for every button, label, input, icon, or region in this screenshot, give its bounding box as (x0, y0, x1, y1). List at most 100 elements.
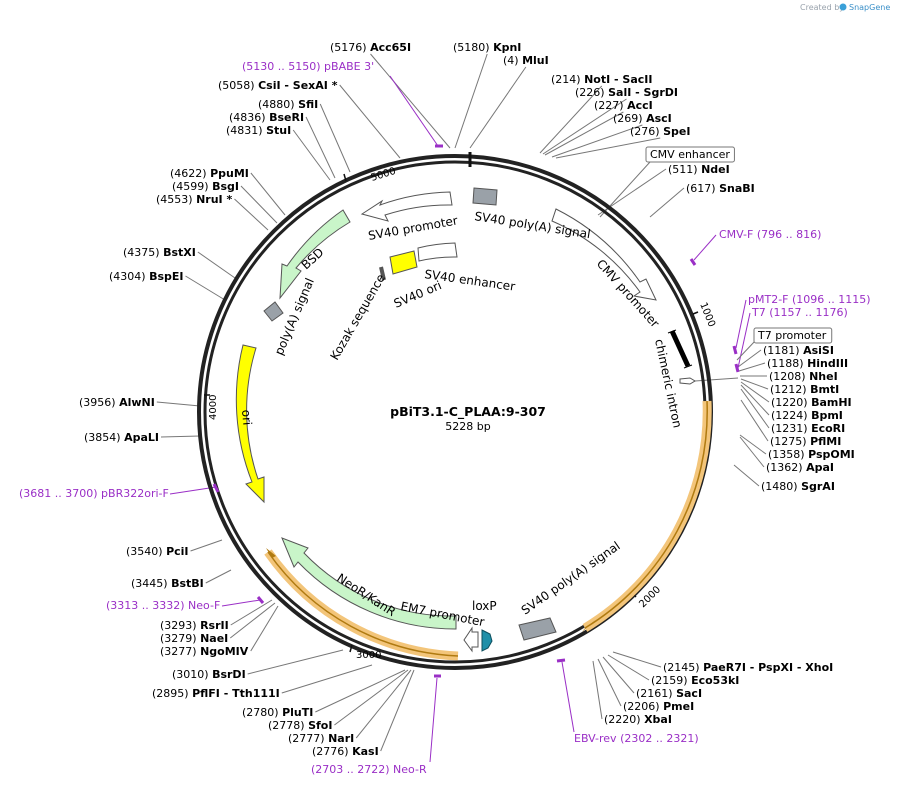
site-label-pluti[interactable]: (2780) PluTI (242, 706, 313, 719)
site-label-bseri[interactable]: (4836) BseRI (229, 111, 304, 124)
site-label-ngomiv[interactable]: (3277) NgoMIV (160, 645, 249, 658)
site-label-snabi[interactable]: (617) SnaBI (686, 182, 755, 195)
primer-label-pbr322[interactable]: (3681 .. 3700) pBR322ori-F (19, 487, 169, 500)
site-rsrii[interactable]: (3293) RsrII (160, 619, 229, 632)
site-spei[interactable]: (276) SpeI (630, 125, 690, 138)
site-label-bspei[interactable]: (4304) BspEI (109, 270, 184, 283)
cmv-promoter-arrow[interactable] (551, 208, 657, 301)
t7-promoter-box[interactable]: T7 promoter (753, 327, 833, 344)
site-label-sali[interactable]: (226) SalI - SgrDI (575, 86, 678, 99)
loxp-arrow[interactable] (481, 629, 493, 652)
sv40-ori-box[interactable] (389, 250, 418, 275)
site-nhei[interactable]: (1208) NheI (769, 370, 838, 383)
site-kpni[interactable]: (5180) KpnI (453, 41, 521, 54)
site-kasi[interactable]: (2776) KasI (312, 745, 379, 758)
site-label-pflmi[interactable]: (1275) PflMI (770, 435, 841, 448)
t7-promoter-box-text[interactable]: T7 promoter (757, 329, 827, 342)
site-label-alwni[interactable]: (3956) AlwNI (79, 396, 155, 409)
site-acci[interactable]: (227) AccI (594, 99, 653, 112)
site-label-apai[interactable]: (1362) ApaI (766, 461, 834, 474)
site-ndei[interactable]: (511) NdeI (668, 163, 730, 176)
site-label-pcii[interactable]: (3540) PciI (126, 545, 189, 558)
site-ppumi[interactable]: (4622) PpuMI (170, 167, 249, 180)
site-nrui[interactable]: (4553) NruI * (156, 193, 232, 206)
site-label-bstbi[interactable]: (3445) BstBI (131, 577, 204, 590)
site-paer7i[interactable]: (2145) PaeR7I - PspXI - XhoI (663, 661, 833, 674)
site-label-ndei[interactable]: (511) NdeI (668, 163, 730, 176)
site-label-ppumi[interactable]: (4622) PpuMI (170, 167, 249, 180)
site-stui[interactable]: (4831) StuI (226, 124, 291, 137)
site-label-pflfi[interactable]: (2895) PflFI - Tth111I (152, 687, 280, 700)
site-hindiii[interactable]: (1188) HindIII (767, 357, 848, 370)
site-label-xbai[interactable]: (2220) XbaI (604, 713, 672, 726)
site-label-naei[interactable]: (3279) NaeI (160, 632, 228, 645)
site-ngomiv[interactable]: (3277) NgoMIV (160, 645, 249, 658)
site-label-nhei[interactable]: (1208) NheI (769, 370, 838, 383)
site-asci[interactable]: (269) AscI (613, 112, 672, 125)
site-label-sfii[interactable]: (4880) SfiI (258, 98, 318, 111)
ori-arrow[interactable] (235, 344, 265, 504)
site-pluti[interactable]: (2780) PluTI (242, 706, 313, 719)
site-label-bstxi[interactable]: (4375) BstXI (123, 246, 196, 259)
site-label-spei[interactable]: (276) SpeI (630, 125, 690, 138)
site-apai[interactable]: (1362) ApaI (766, 461, 834, 474)
site-label-nari[interactable]: (2777) NarI (288, 732, 354, 745)
site-label-bsgi[interactable]: (4599) BsgI (172, 180, 239, 193)
bsd-arrow[interactable] (279, 209, 351, 300)
site-label-ecori[interactable]: (1231) EcoRI (771, 422, 845, 435)
site-label-csii[interactable]: (5058) CsiI - SexAI * (218, 79, 338, 92)
site-bpmi[interactable]: (1224) BpmI (771, 409, 843, 422)
cmv-enhancer-box-text[interactable]: CMV enhancer (650, 148, 730, 161)
site-naei[interactable]: (3279) NaeI (160, 632, 228, 645)
site-label-kpni[interactable]: (5180) KpnI (453, 41, 521, 54)
site-bsrdi[interactable]: (3010) BsrDI (172, 668, 246, 681)
primer-label-pbabe3[interactable]: (5130 .. 5150) pBABE 3' (242, 60, 374, 73)
site-bsgi[interactable]: (4599) BsgI (172, 180, 239, 193)
em7-promoter-arrow[interactable] (463, 626, 479, 653)
site-sfoi[interactable]: (2778) SfoI (268, 719, 332, 732)
site-label-nrui[interactable]: (4553) NruI * (156, 193, 232, 206)
polya-box[interactable] (263, 301, 284, 322)
sv40-polya-box[interactable] (472, 187, 498, 206)
site-label-asci[interactable]: (269) AscI (613, 112, 672, 125)
site-label-pmei[interactable]: (2206) PmeI (623, 700, 694, 713)
site-bstbi[interactable]: (3445) BstBI (131, 577, 204, 590)
site-bamhi[interactable]: (1220) BamHI (771, 396, 852, 409)
site-bstxi[interactable]: (4375) BstXI (123, 246, 196, 259)
cmv-enhancer-box[interactable]: CMV enhancer (645, 146, 735, 163)
site-label-apali[interactable]: (3854) ApaLI (84, 431, 159, 444)
site-label-acc65i[interactable]: (5176) Acc65I (330, 41, 411, 54)
site-label-sgrai[interactable]: (1480) SgrAI (761, 480, 835, 493)
site-label-pspomi[interactable]: (1358) PspOMI (768, 448, 855, 461)
primer-label-pmt2f[interactable]: pMT2-F (1096 .. 1115) (748, 293, 871, 306)
site-xbai[interactable]: (2220) XbaI (604, 713, 672, 726)
neor-kanr-arrow[interactable] (281, 537, 457, 630)
primer-label-ebvrev[interactable]: EBV-rev (2302 .. 2321) (574, 732, 699, 745)
site-ecori[interactable]: (1231) EcoRI (771, 422, 845, 435)
site-snabi[interactable]: (617) SnaBI (686, 182, 755, 195)
chimeric-intron-bar[interactable] (669, 329, 691, 368)
site-label-sfoi[interactable]: (2778) SfoI (268, 719, 332, 732)
site-alwni[interactable]: (3956) AlwNI (79, 396, 155, 409)
site-saci[interactable]: (2161) SacI (636, 687, 702, 700)
sv40-promoter-arrow[interactable] (360, 191, 453, 222)
site-sfii[interactable]: (4880) SfiI (258, 98, 318, 111)
site-asisi[interactable]: (1181) AsiSI (763, 344, 834, 357)
site-pflmi[interactable]: (1275) PflMI (770, 435, 841, 448)
site-label-bmti[interactable]: (1212) BmtI (770, 383, 839, 396)
site-pcii[interactable]: (3540) PciI (126, 545, 189, 558)
site-eco53ki[interactable]: (2159) Eco53kI (651, 674, 739, 687)
site-pflfi[interactable]: (2895) PflFI - Tth111I (152, 687, 280, 700)
site-label-mlui[interactable]: (4) MluI (503, 54, 549, 67)
site-sgrai[interactable]: (1480) SgrAI (761, 480, 835, 493)
primer-label-neof[interactable]: (3313 .. 3332) Neo-F (106, 599, 220, 612)
site-bseri[interactable]: (4836) BseRI (229, 111, 304, 124)
primer-label-cmvf[interactable]: CMV-F (796 .. 816) (719, 228, 821, 241)
site-label-acci[interactable]: (227) AccI (594, 99, 653, 112)
site-apali[interactable]: (3854) ApaLI (84, 431, 159, 444)
sv40-polya-bottom-box[interactable] (518, 617, 557, 641)
site-label-saci[interactable]: (2161) SacI (636, 687, 702, 700)
sv40-enhancer-box[interactable] (417, 242, 458, 262)
primer-label-neor[interactable]: (2703 .. 2722) Neo-R (311, 763, 427, 776)
site-nari[interactable]: (2777) NarI (288, 732, 354, 745)
